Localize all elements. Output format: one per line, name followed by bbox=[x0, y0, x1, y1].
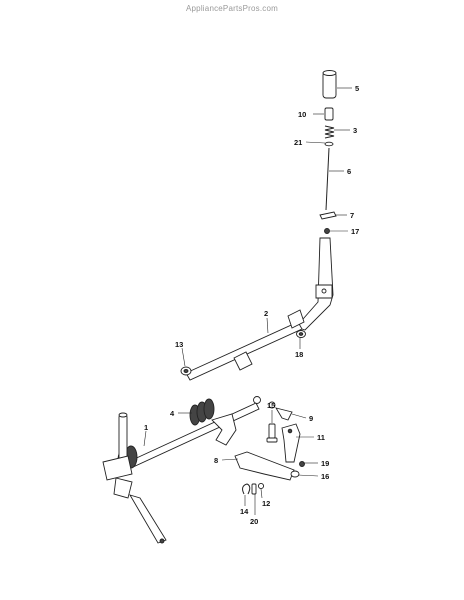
part-4-spring bbox=[189, 398, 215, 426]
callout-12: 12 bbox=[262, 499, 270, 508]
callout-20: 20 bbox=[250, 517, 258, 526]
lever-arm bbox=[295, 237, 334, 331]
part-10-sleeve bbox=[324, 107, 334, 121]
callout-labels: 5 10 3 21 6 7 17 2 13 18 4 15 9 1 11 8 1… bbox=[144, 84, 359, 526]
callout-7: 7 bbox=[350, 211, 354, 220]
callout-3: 3 bbox=[353, 126, 357, 135]
part-3-spring bbox=[324, 125, 335, 139]
part-12-washer bbox=[257, 482, 265, 490]
part-19-nut bbox=[299, 461, 305, 467]
part-21-washer bbox=[324, 141, 334, 147]
callout-18: 18 bbox=[295, 350, 303, 359]
part-15-bolt bbox=[266, 423, 278, 443]
callout-9: 9 bbox=[309, 414, 313, 423]
part-9-clevis bbox=[275, 407, 293, 421]
part-20-pin bbox=[251, 483, 257, 495]
callout-1: 1 bbox=[144, 423, 148, 432]
callout-13: 13 bbox=[175, 340, 183, 349]
callout-2: 2 bbox=[264, 309, 268, 318]
callout-17: 17 bbox=[351, 227, 359, 236]
part-2-cross-shaft bbox=[185, 309, 305, 381]
part-13-nut bbox=[180, 366, 192, 376]
watermark-text: AppliancePartsPros.com bbox=[186, 4, 278, 13]
callout-10: 10 bbox=[298, 110, 306, 119]
lower-link bbox=[129, 494, 167, 544]
leader-lines bbox=[143, 87, 352, 515]
callout-8: 8 bbox=[214, 456, 218, 465]
mid-bracket bbox=[211, 413, 237, 446]
callout-15: 15 bbox=[267, 401, 275, 410]
callout-16: 16 bbox=[321, 472, 329, 481]
callout-5: 5 bbox=[355, 84, 359, 93]
top-fittings bbox=[253, 396, 276, 409]
part-16-washer bbox=[290, 470, 300, 478]
part-5-handle-grip bbox=[322, 70, 337, 99]
callout-14: 14 bbox=[240, 507, 249, 516]
part-14-clip bbox=[242, 483, 251, 495]
left-post bbox=[102, 412, 133, 499]
part-8-plate bbox=[234, 451, 295, 481]
part-17-nut bbox=[324, 228, 330, 234]
part-11-arm bbox=[281, 423, 301, 463]
part-7-clip bbox=[319, 211, 337, 220]
callout-21: 21 bbox=[294, 138, 302, 147]
part-6-rod bbox=[325, 147, 330, 211]
part-18-nut bbox=[296, 330, 306, 338]
callout-4: 4 bbox=[170, 409, 175, 418]
callout-6: 6 bbox=[347, 167, 351, 176]
callout-11: 11 bbox=[317, 433, 325, 442]
callout-19: 19 bbox=[321, 459, 329, 468]
